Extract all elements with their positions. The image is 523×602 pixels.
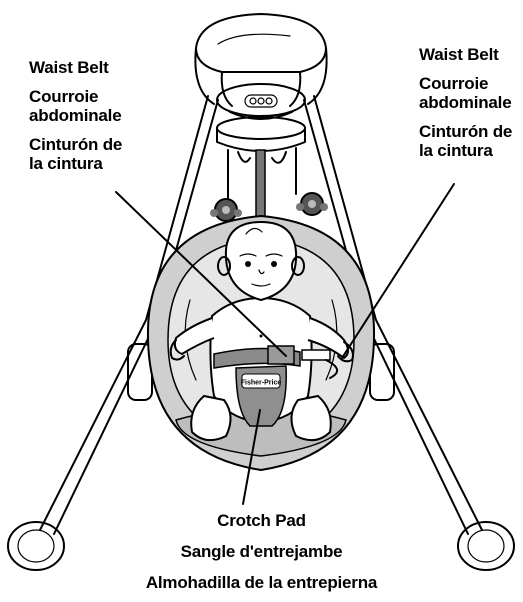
left-label-french-1: Courroie: [29, 87, 122, 106]
motor-housing: [195, 14, 326, 119]
left-label-french-2: abdominale: [29, 106, 122, 125]
right-label-french-2: abdominale: [419, 93, 512, 112]
left-label-spanish-2: la cintura: [29, 154, 122, 173]
right-label-spanish-1: Cinturón de: [419, 122, 512, 141]
right-waist-belt-callout: Waist Belt Courroie abdominale Cinturón …: [419, 45, 512, 160]
right-label-english: Waist Belt: [419, 45, 512, 64]
toy-mobile: [210, 117, 328, 221]
left-label-spanish-1: Cinturón de: [29, 135, 122, 154]
left-waist-belt-callout: Waist Belt Courroie abdominale Cinturón …: [29, 58, 122, 173]
right-label-spanish-2: la cintura: [419, 141, 512, 160]
crotch-label-french: Sangle d'entrejambe: [0, 542, 523, 561]
right-label-french-1: Courroie: [419, 74, 512, 93]
crotch-pad: Fisher-Price: [236, 366, 286, 426]
crotch-label-english: Crotch Pad: [0, 511, 523, 530]
pad-logo: Fisher-Price: [241, 380, 282, 387]
crotch-pad-callout: Crotch Pad Sangle d'entrejambe Almohadil…: [0, 511, 523, 592]
crotch-label-spanish: Almohadilla de la entrepierna: [0, 573, 523, 592]
left-flower-toy: [210, 199, 242, 221]
control-buttons: [245, 95, 277, 107]
left-label-english: Waist Belt: [29, 58, 122, 77]
right-flower-toy: [296, 193, 328, 215]
